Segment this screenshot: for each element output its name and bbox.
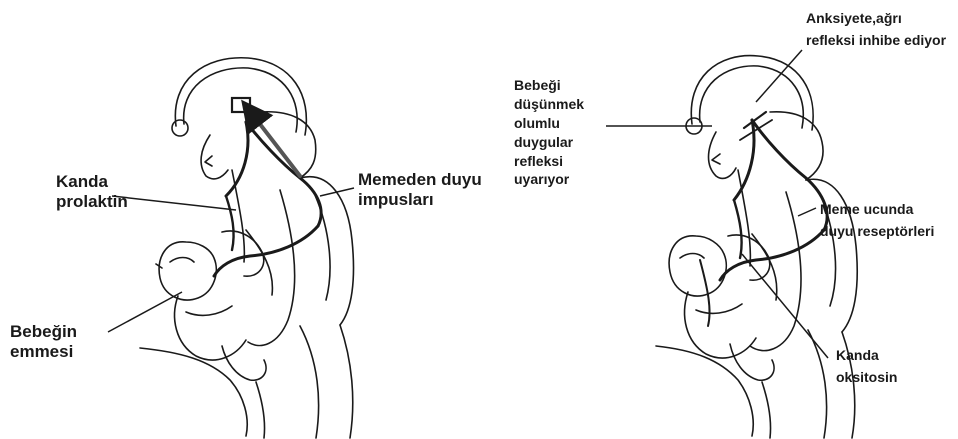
label-bebegi-dusunmek: Bebeği düşünmek olumlu duygular refleksi… (514, 76, 584, 189)
label-anksiyete-line2: refleksi inhibe ediyor (806, 30, 946, 52)
right-neural-pathway (700, 112, 827, 326)
label-bebegi-dusunmek-line5: refleksi (514, 152, 584, 171)
label-kanda-prolaktin-line1: Kanda (56, 172, 128, 192)
label-memeden-duyu-line1: Memeden duyu (358, 170, 482, 190)
label-anksiyete-line1: Anksiyete,ağrı (806, 8, 946, 30)
label-kanda-prolaktin-line2: prolaktin (56, 192, 128, 212)
left-mother-figure (140, 58, 354, 438)
label-bebegi-dusunmek-line3: olumlu (514, 114, 584, 133)
label-kanda-oksitosin: Kanda oksitosin (836, 344, 897, 389)
label-bebegin-emmesi-line2: emmesi (10, 342, 77, 362)
label-kanda-oksitosin-line2: oksitosin (836, 366, 897, 388)
label-bebegi-dusunmek-line2: düşünmek (514, 95, 584, 114)
label-bebegin-emmesi-line1: Bebeğin (10, 322, 77, 342)
left-neural-pathway (214, 98, 321, 276)
right-mother-figure (656, 56, 857, 438)
label-bebegi-dusunmek-line6: uyarıyor (514, 170, 584, 189)
label-memeden-duyu: Memeden duyu impusları (358, 170, 482, 209)
label-meme-ucunda-line2: duyu reseptörleri (820, 220, 934, 242)
label-kanda-oksitosin-line1: Kanda (836, 344, 897, 366)
label-meme-ucunda-line1: Meme ucunda (820, 198, 934, 220)
right-leader-lines (606, 50, 828, 358)
label-bebegi-dusunmek-line4: duygular (514, 133, 584, 152)
label-memeden-duyu-line2: impusları (358, 190, 482, 210)
label-meme-ucunda: Meme ucunda duyu reseptörleri (820, 198, 934, 243)
label-bebegi-dusunmek-line1: Bebeği (514, 76, 584, 95)
label-kanda-prolaktin: Kanda prolaktin (56, 172, 128, 211)
label-anksiyete: Anksiyete,ağrı refleksi inhibe ediyor (806, 8, 946, 51)
label-bebegin-emmesi: Bebeğin emmesi (10, 322, 77, 361)
